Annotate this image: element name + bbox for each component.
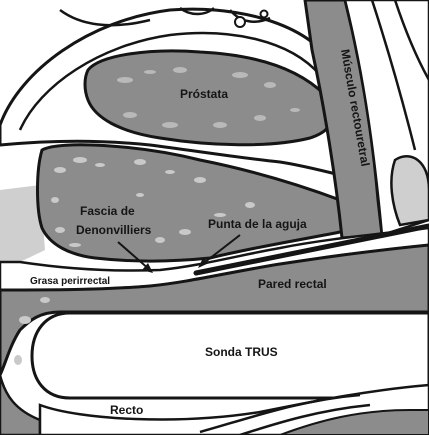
vessel-circle-2 — [261, 11, 268, 18]
label-rectum: Recto — [110, 403, 143, 417]
label-trus-probe: Sonda TRUS — [205, 345, 278, 359]
label-denonvilliers-line1: Fascia de — [80, 204, 135, 218]
vessel-circle-1 — [235, 17, 245, 27]
label-needle-tip: Punta de la aguja — [208, 217, 307, 231]
label-perirectal-fat: Grasa perirrectal — [30, 276, 110, 287]
right-bottom-blob — [391, 156, 429, 225]
label-denonvilliers-line2: Denonvilliers — [76, 223, 152, 237]
label-prostate: Próstata — [180, 87, 228, 101]
label-rectal-wall: Pared rectal — [258, 277, 327, 291]
